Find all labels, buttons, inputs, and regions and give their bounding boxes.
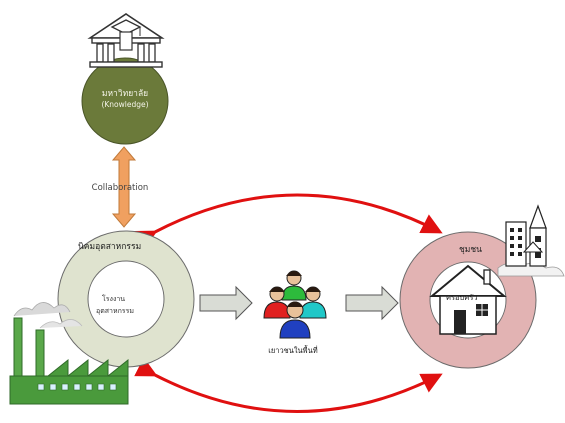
bottom-red-arrow <box>134 357 443 413</box>
city-buildings-icon <box>497 204 565 277</box>
collaboration-double-arrow <box>111 146 137 228</box>
community-label: ชุมชน <box>459 245 482 255</box>
factory-label-line1: โรงงาน <box>102 295 126 303</box>
collaboration-label: Collaboration <box>91 183 149 193</box>
university-circle <box>81 57 169 145</box>
factory-label-line2: อุตสาหกรรม <box>96 307 134 315</box>
family-label: ครอบครัว <box>446 293 478 302</box>
flow-arrow-right <box>345 285 399 321</box>
industrial-estate-ring <box>58 231 194 367</box>
university-label: มหาวิทยาลัย <box>101 89 149 99</box>
people-group-icon <box>263 270 327 339</box>
top-red-arrow <box>134 193 443 250</box>
youth-label: เยาวชนในพื้นที่ <box>268 346 318 355</box>
flow-arrow-left <box>199 285 253 321</box>
university-building-icon <box>87 13 165 68</box>
factory-icon <box>9 302 129 405</box>
university-subtitle: (Knowledge) <box>101 100 149 109</box>
house-icon <box>429 264 507 335</box>
industrial-estate-label: นิคมอุตสาหกรรม <box>78 242 142 252</box>
community-ring <box>400 232 536 368</box>
